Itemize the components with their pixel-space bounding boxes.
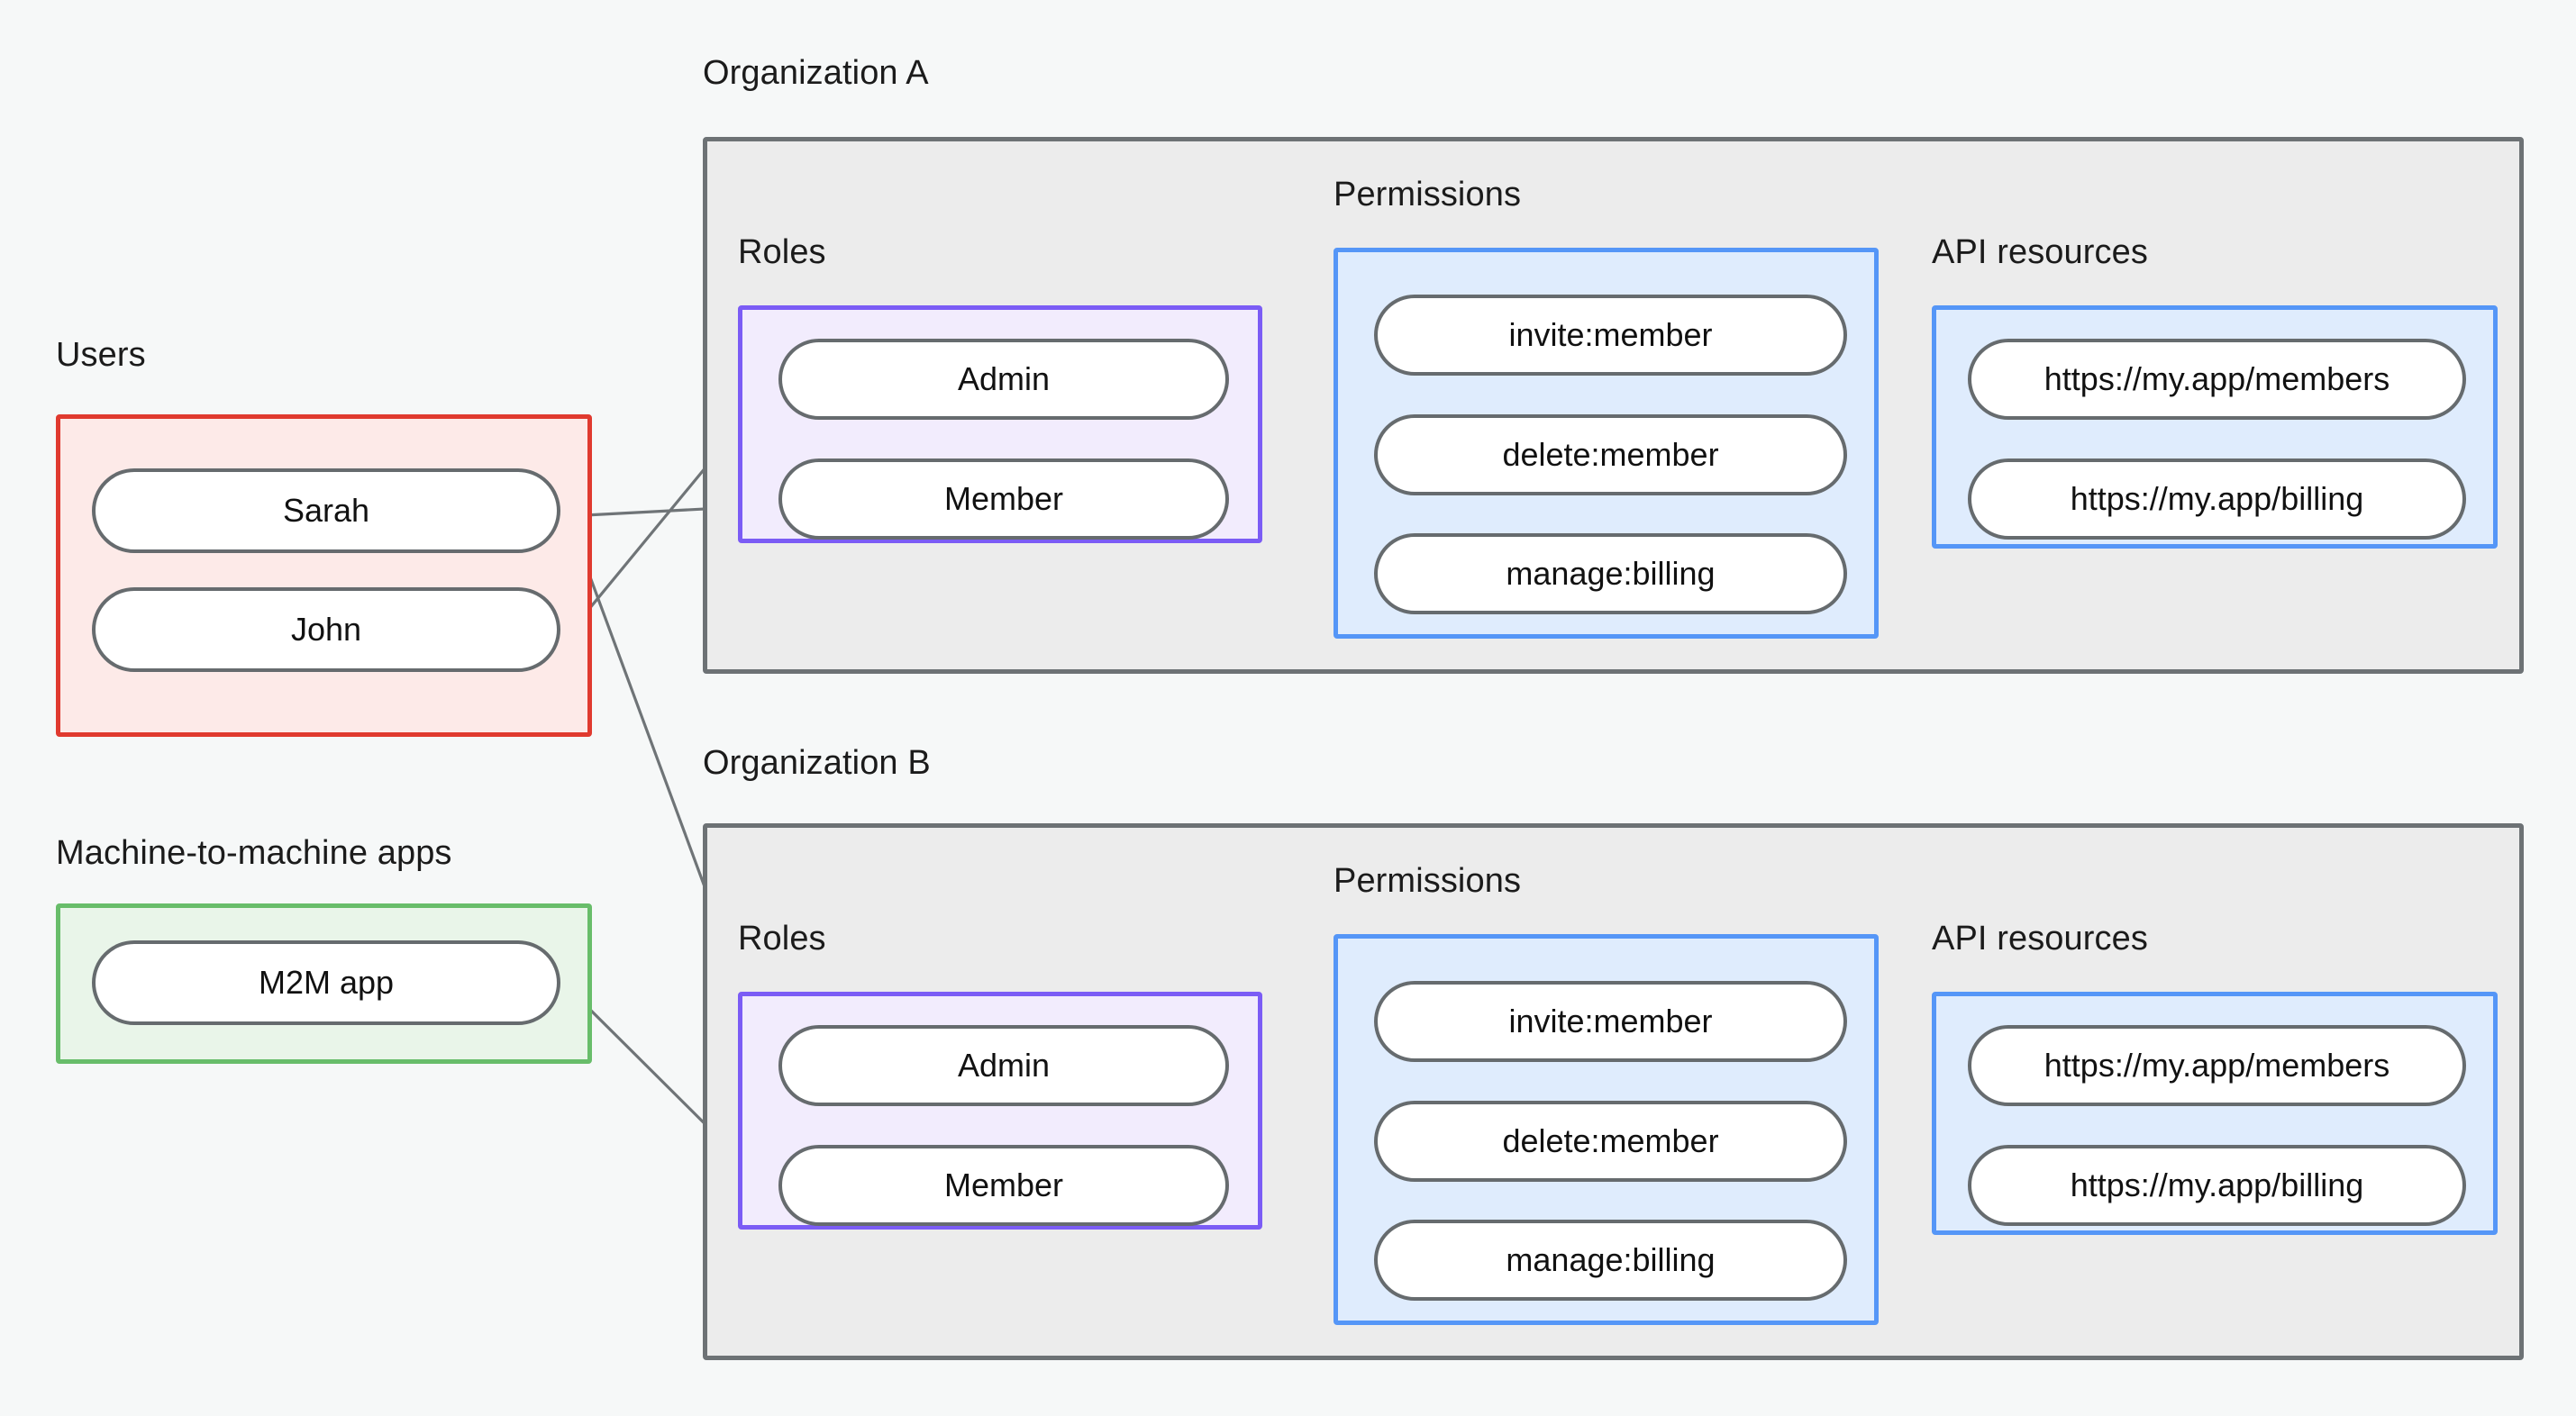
users-caption: Users (56, 336, 146, 374)
role-node-label: Admin (957, 1047, 1051, 1084)
permission-node-label: delete:member (1502, 436, 1719, 473)
organization-b-caption: Organization B (703, 744, 931, 782)
permission-node-label: invite:member (1508, 316, 1713, 353)
orga-api-resources-group: https://my.app/members https://my.app/bi… (1932, 305, 2498, 549)
api-resource-node-label: https://my.app/members (2044, 1047, 2390, 1084)
orgb-api-resources-caption: API resources (1932, 920, 2148, 958)
api-resource-node-label: https://my.app/billing (2070, 480, 2364, 517)
orga-api-resource-node-members[interactable]: https://my.app/members (1968, 339, 2466, 420)
permission-node-label: delete:member (1502, 1122, 1719, 1159)
user-node-sarah[interactable]: Sarah (92, 468, 560, 553)
user-node-john[interactable]: John (92, 587, 560, 672)
m2m-node-app[interactable]: M2M app (92, 940, 560, 1025)
orga-api-resource-node-billing[interactable]: https://my.app/billing (1968, 458, 2466, 540)
orgb-permission-node-delete-member[interactable]: delete:member (1374, 1101, 1847, 1182)
orgb-permissions-group: invite:member delete:member manage:billi… (1334, 934, 1879, 1325)
role-node-label: Member (943, 1166, 1064, 1203)
permission-node-label: invite:member (1508, 1003, 1713, 1039)
orga-role-node-member[interactable]: Member (778, 458, 1229, 540)
permission-node-label: manage:billing (1506, 1241, 1716, 1278)
organization-a-group: Roles Admin Member Permissions invite:me… (703, 137, 2524, 674)
orga-permission-node-delete-member[interactable]: delete:member (1374, 414, 1847, 495)
m2m-caption: Machine-to-machine apps (56, 834, 452, 872)
permission-node-label: manage:billing (1506, 555, 1716, 592)
role-node-label: Admin (957, 360, 1051, 397)
orga-role-node-admin[interactable]: Admin (778, 339, 1229, 420)
orgb-roles-group: Admin Member (738, 992, 1262, 1230)
role-node-label: Member (943, 480, 1064, 517)
m2m-node-label: M2M app (258, 964, 395, 1001)
orgb-api-resources-group: https://my.app/members https://my.app/bi… (1932, 992, 2498, 1235)
user-node-label: John (290, 611, 362, 648)
orga-roles-caption: Roles (738, 233, 826, 271)
orga-permissions-group: invite:member delete:member manage:billi… (1334, 248, 1879, 639)
orgb-api-resource-node-billing[interactable]: https://my.app/billing (1968, 1145, 2466, 1226)
orgb-api-resource-node-members[interactable]: https://my.app/members (1968, 1025, 2466, 1106)
users-group: Sarah John (56, 414, 592, 737)
orgb-permissions-caption: Permissions (1334, 862, 1522, 900)
orgb-permission-node-invite-member[interactable]: invite:member (1374, 981, 1847, 1062)
orga-permission-node-invite-member[interactable]: invite:member (1374, 295, 1847, 376)
user-node-label: Sarah (282, 492, 370, 529)
api-resource-node-label: https://my.app/billing (2070, 1166, 2364, 1203)
orgb-permission-node-manage-billing[interactable]: manage:billing (1374, 1220, 1847, 1301)
organization-b-group: Roles Admin Member Permissions invite:me… (703, 823, 2524, 1360)
orga-roles-group: Admin Member (738, 305, 1262, 543)
orga-permission-node-manage-billing[interactable]: manage:billing (1374, 533, 1847, 614)
orgb-role-node-member[interactable]: Member (778, 1145, 1229, 1226)
orga-api-resources-caption: API resources (1932, 233, 2148, 271)
organization-a-caption: Organization A (703, 54, 929, 92)
api-resource-node-label: https://my.app/members (2044, 360, 2390, 397)
m2m-group: M2M app (56, 903, 592, 1064)
orgb-roles-caption: Roles (738, 920, 826, 958)
orga-permissions-caption: Permissions (1334, 176, 1522, 213)
orgb-role-node-admin[interactable]: Admin (778, 1025, 1229, 1106)
